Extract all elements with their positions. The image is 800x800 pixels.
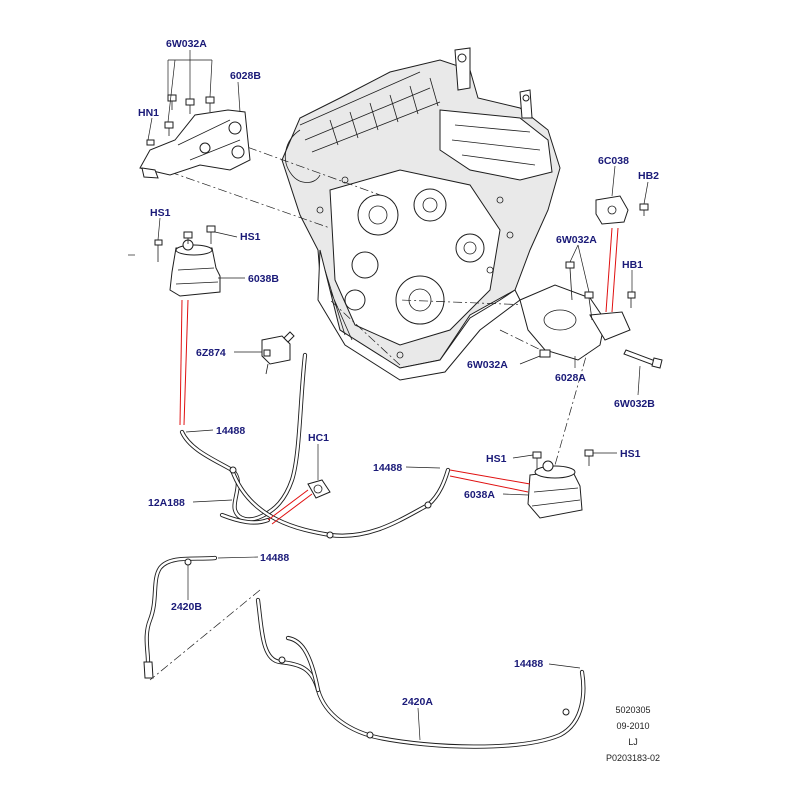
callout-hs1-left: HS1: [150, 207, 171, 219]
callout-6038a: 6038A: [464, 489, 495, 501]
callout-6w032a-top: 6W032A: [166, 38, 207, 50]
callout-14488-d: 14488: [514, 658, 543, 670]
bracket-6028a: [519, 284, 631, 361]
callout-hn1: HN1: [138, 107, 159, 119]
bolts-6w032a-top: [146, 94, 215, 146]
bolt-hb1: [627, 291, 636, 308]
bracket-6c038: [595, 195, 629, 225]
callout-14488-c: 14488: [373, 462, 402, 474]
drawing-date: 09-2010: [616, 721, 650, 731]
callout-hs1-right-1: HS1: [486, 453, 507, 465]
callout-labels: 6W032A 6028B HN1 HS1 HS1 6038B 6Z874 144…: [138, 38, 659, 708]
callout-hs1-right-2: HS1: [620, 448, 641, 460]
callout-6w032b: 6W032B: [614, 398, 655, 410]
callout-hs1-left-2: HS1: [240, 231, 261, 243]
hose-2420b: [143, 555, 218, 679]
stud-hs1-left: [154, 225, 216, 262]
bracket-6028b: [139, 109, 251, 179]
drawing-part-code: P0203183-02: [605, 753, 661, 763]
studs-hs1-right: [532, 449, 594, 470]
callout-6c038: 6C038: [598, 155, 629, 167]
callout-6w032a-right: 6W032A: [556, 234, 597, 246]
drawing-initials: LJ: [628, 737, 638, 747]
callout-6038b: 6038B: [248, 273, 279, 285]
bolt-hb2: [639, 203, 649, 216]
engine-mount-6038b: [169, 231, 221, 297]
callout-14488-b: 14488: [260, 552, 289, 564]
callout-leaders: [147, 50, 649, 741]
callout-2420b: 2420B: [171, 601, 202, 613]
assembly-leader-lines: [128, 129, 596, 681]
callout-hb2: HB2: [638, 170, 659, 182]
callout-hc1: HC1: [308, 432, 329, 444]
drawing-ref-number: 5020305: [615, 705, 651, 715]
callout-6028b: 6028B: [230, 70, 261, 82]
hose-connection-lines: [179, 227, 619, 525]
engine-assembly: [281, 47, 561, 381]
callout-14488-a: 14488: [216, 425, 245, 437]
callout-6w032a-lower: 6W032A: [467, 359, 508, 371]
callout-hb1: HB1: [622, 259, 643, 271]
vacuum-hoses-left: [179, 352, 451, 539]
hose-clip-hc1: [307, 479, 331, 499]
callout-6028a: 6028A: [555, 372, 586, 384]
callout-2420a: 2420A: [402, 696, 433, 708]
hose-2420a: [255, 597, 586, 749]
engine-mount-6038a: [527, 460, 583, 519]
bolt-6w032b: [623, 349, 663, 369]
vacuum-valve-6z874: [261, 331, 295, 375]
bolts-6w032a-right: [539, 261, 594, 358]
callout-12a188: 12A188: [148, 497, 185, 509]
callout-6z874: 6Z874: [196, 347, 226, 359]
